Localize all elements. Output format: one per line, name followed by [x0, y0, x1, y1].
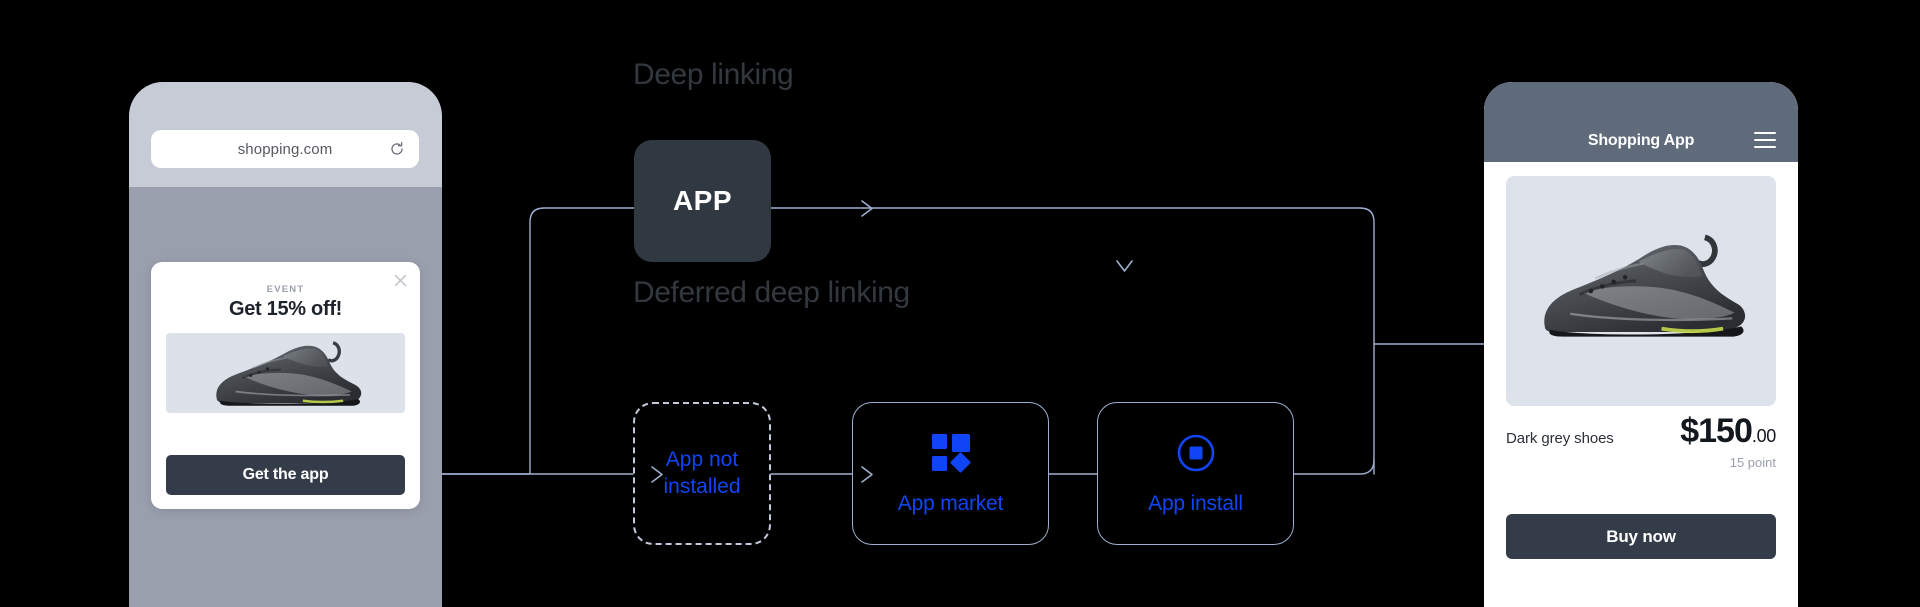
product-image — [1506, 176, 1776, 406]
close-icon[interactable] — [392, 272, 409, 289]
section-title-deferred-deep-linking: Deferred deep linking — [633, 276, 910, 309]
promo-headline: Get 15% off! — [228, 298, 343, 320]
node-app-market-label: App market — [897, 491, 1004, 515]
address-bar-url: shopping.com — [237, 140, 333, 158]
price-amount: $150 — [1680, 412, 1753, 450]
node-app-install-label: App install — [1148, 491, 1243, 515]
browser-phone-mockup: shopping.com EVENT Get 15% off! — [129, 82, 442, 607]
product-name: Dark grey shoes — [1506, 430, 1614, 447]
node-app-not-installed-line1: App not — [665, 448, 739, 472]
promo-eyebrow: EVENT — [266, 284, 305, 295]
app-market-icon — [930, 432, 972, 474]
node-app-not-installed[interactable]: App not installed — [633, 402, 771, 545]
node-app-market[interactable]: App market — [852, 402, 1049, 545]
reload-icon[interactable] — [389, 141, 405, 157]
node-app-install[interactable]: App install — [1097, 402, 1294, 545]
app-header-bar: Shopping App — [1484, 82, 1798, 162]
app-phone-mockup: Shopping App — [1484, 82, 1798, 607]
node-app[interactable]: APP — [634, 140, 771, 262]
buy-now-button[interactable]: Buy now — [1506, 514, 1776, 559]
price-cents: .00 — [1751, 426, 1776, 446]
hamburger-icon[interactable] — [1754, 132, 1776, 148]
app-header-title: Shopping App — [1587, 132, 1695, 149]
node-app-label: APP — [672, 185, 733, 216]
promo-product-image — [166, 333, 405, 413]
address-bar[interactable]: shopping.com — [151, 130, 419, 168]
loyalty-points: 15 point — [1729, 455, 1776, 470]
section-title-deep-linking: Deep linking — [633, 58, 794, 91]
promo-popup-card: EVENT Get 15% off! — [151, 262, 420, 509]
price-block: $150.00 15 point — [1680, 412, 1776, 470]
app-install-icon — [1175, 432, 1217, 474]
node-app-not-installed-line2: installed — [663, 474, 741, 498]
get-the-app-button[interactable]: Get the app — [166, 455, 405, 495]
